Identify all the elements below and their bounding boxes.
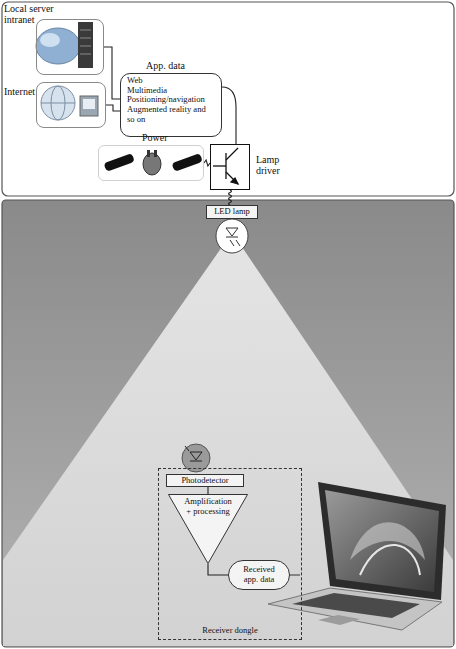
output-box: Received app. data <box>228 560 290 590</box>
lamp-bulb <box>216 219 248 253</box>
lamp-box: LED lamp <box>206 205 258 219</box>
image-box: Internet <box>4 80 108 130</box>
node-text: Positioning/navigation <box>127 95 215 105</box>
connector <box>106 105 120 111</box>
node-text: Multimedia <box>127 86 215 96</box>
node-label: Lamp driver <box>256 154 294 176</box>
connector <box>222 87 236 144</box>
image-box-outline <box>36 19 104 75</box>
node-label: Received app. data <box>235 565 283 584</box>
driver-box-outline <box>210 144 250 190</box>
node-label: Photodetector <box>181 476 228 486</box>
node-label: Receiver dongle <box>158 626 302 636</box>
driver-box: Lamp driver <box>210 140 296 190</box>
power-box: Power <box>98 132 208 182</box>
node-label: Local server intranet <box>4 3 70 25</box>
power-plugs <box>104 150 203 175</box>
node-label: Power <box>142 132 182 143</box>
dongle-box: Receiver dongle PhotodetectorAmplificatio… <box>158 468 302 640</box>
dongle-box-outline <box>158 468 302 640</box>
node-text: Augmented reality and so on <box>127 105 215 124</box>
output-box-outline: Received app. data <box>228 560 290 590</box>
sensor-box-outline: Photodetector <box>166 474 244 487</box>
room-panel <box>2 200 454 647</box>
image-box-outline <box>36 82 106 128</box>
transistor-symbol <box>213 148 238 184</box>
laptop-image <box>268 482 446 630</box>
connector <box>229 190 232 205</box>
light-cone <box>3 244 453 646</box>
server-image <box>36 22 93 68</box>
connector <box>207 487 208 494</box>
amplifier-triangle-outline: Amplification + processing <box>168 494 248 564</box>
node-label: App. data <box>146 60 216 71</box>
node-label: Amplification + processing <box>181 497 235 516</box>
image-box: Local server intranet <box>4 3 108 77</box>
data-box-outline: WebMultimediaPositioning/navigationAugme… <box>120 73 222 137</box>
node-text: Web <box>127 76 215 86</box>
sensor-box: Photodetector <box>166 474 244 487</box>
lamp-box-outline: LED lamp <box>206 205 258 219</box>
usb-wire <box>289 575 300 576</box>
connector <box>208 564 228 575</box>
node-label: LED lamp <box>214 207 250 217</box>
top-panel <box>2 2 454 196</box>
globe-image <box>41 86 98 120</box>
data-box: WebMultimediaPositioning/navigationAugme… <box>116 60 224 140</box>
amplifier-triangle: Amplification + processing <box>168 494 248 564</box>
connector <box>104 47 120 99</box>
power-box-outline <box>98 145 204 181</box>
node-label: Internet <box>4 86 38 97</box>
